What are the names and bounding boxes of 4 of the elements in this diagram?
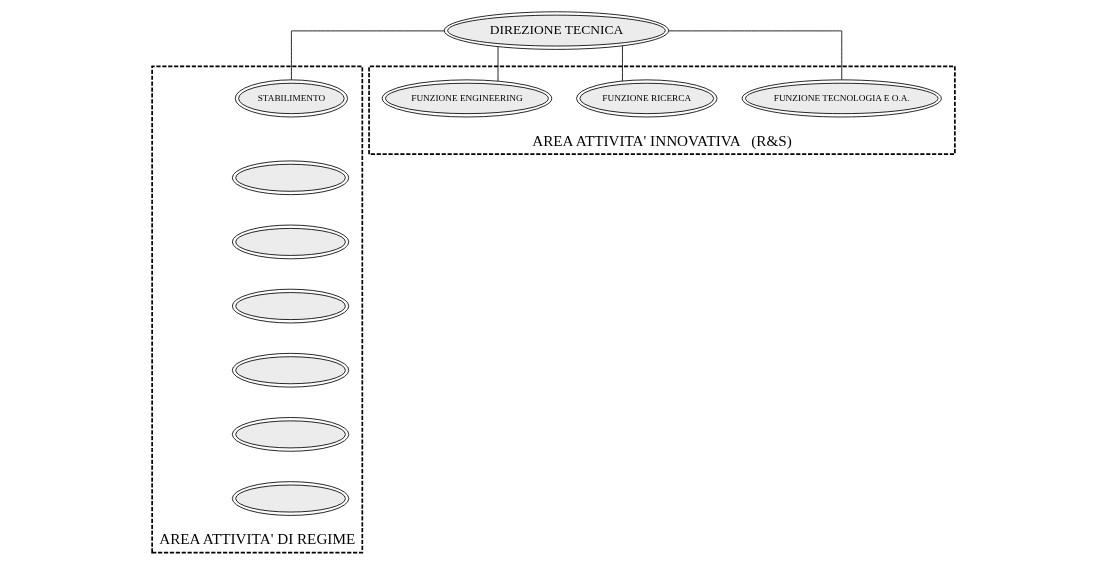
connector: [621, 45, 623, 82]
connector: [497, 46, 498, 82]
connector: [290, 30, 445, 81]
connector: [667, 30, 842, 81]
